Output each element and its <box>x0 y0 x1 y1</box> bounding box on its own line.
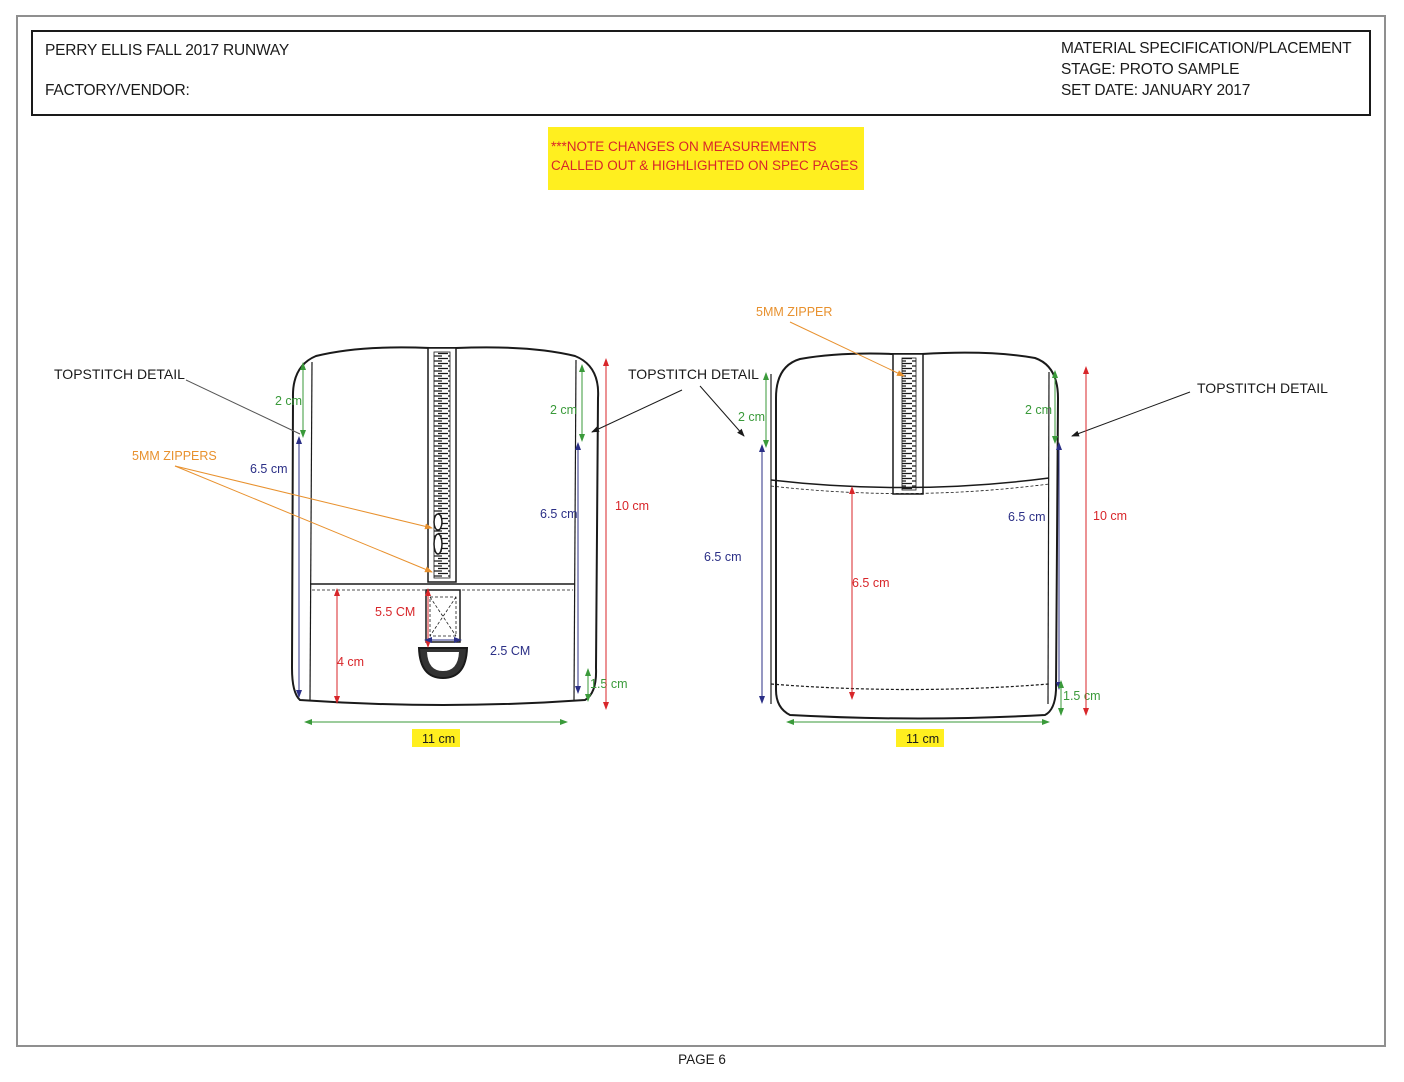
back-topstitch-callout-right: TOPSTITCH DETAIL <box>1197 380 1328 396</box>
title-block <box>31 30 1371 116</box>
front-dim-side-left: 6.5 cm <box>250 462 288 476</box>
set-date-label: SET DATE: JANUARY 2017 <box>1061 82 1251 99</box>
zipper-leader-upper <box>174 465 433 530</box>
measurement-change-note: ***NOTE CHANGES ON MEASUREMENTS CALLED O… <box>548 127 864 190</box>
page-frame <box>16 15 1386 1047</box>
back-dim-side-left: 6.5 cm <box>704 550 742 564</box>
back-dim-top-band-left: 2 cm <box>738 410 765 424</box>
factory-vendor-label: FACTORY/VENDOR: <box>45 82 190 99</box>
back-dim-side-right: 6.5 cm <box>1008 510 1046 524</box>
back-zipper-teeth <box>901 357 917 491</box>
stage-label: STAGE: PROTO SAMPLE <box>1061 61 1240 78</box>
back-dim-bottom-band: 1.5 cm <box>1063 689 1101 703</box>
front-bag-view <box>290 346 600 706</box>
front-dim-side-right: 6.5 cm <box>540 507 578 521</box>
zipper-leader-lower <box>174 465 433 573</box>
front-topstitch-leader-right <box>591 389 683 433</box>
front-dim-top-band-right: 2 cm <box>550 403 577 417</box>
back-zipper-leader <box>789 321 905 377</box>
note-line-2: CALLED OUT & HIGHLIGHTED ON SPEC PAGES <box>551 158 859 173</box>
back-pocket-top-seam <box>770 477 1050 489</box>
back-dim-pocket-height: 6.5 cm <box>852 576 890 590</box>
front-dim-bottom-panel: 4 cm <box>337 655 364 669</box>
back-pocket-topstitch <box>770 483 1050 494</box>
note-line-1: ***NOTE CHANGES ON MEASUREMENTS <box>551 139 817 154</box>
spec-type: MATERIAL SPECIFICATION/PLACEMENT <box>1061 40 1352 57</box>
front-left-panel-seam <box>309 361 313 701</box>
front-dim-bottom-band: 1.5 cm <box>590 677 628 691</box>
front-topstitch-callout-left: TOPSTITCH DETAIL <box>54 366 185 382</box>
back-dim-total-height: 10 cm <box>1093 509 1127 523</box>
back-topstitch-leader-right <box>1071 391 1191 437</box>
front-tab-x-stitch <box>429 596 457 637</box>
front-topstitch-leader-left <box>185 379 301 435</box>
page-number: PAGE 6 <box>678 1052 726 1067</box>
back-dim-width: 11 cm <box>906 732 939 746</box>
back-bag-outline <box>775 351 1060 720</box>
front-zippers-callout: 5MM ZIPPERS <box>132 449 217 463</box>
back-bottom-seam <box>770 683 1050 691</box>
front-dim-top-band-left: 2 cm <box>275 394 302 408</box>
front-dim-tab-height: 5.5 CM <box>375 605 415 619</box>
front-zipper-pull-upper <box>433 513 443 531</box>
back-zipper-callout: 5MM ZIPPER <box>756 305 832 319</box>
front-tab <box>425 589 461 643</box>
back-topstitch-leader-left <box>699 385 745 437</box>
front-dim-width: 11 cm <box>422 732 455 746</box>
front-topstitch-callout-right: TOPSTITCH DETAIL <box>628 366 759 382</box>
front-dim-tab-width: 2.5 CM <box>490 644 530 658</box>
front-zipper-pull-lower <box>433 533 443 555</box>
front-dim-total-height: 10 cm <box>615 499 649 513</box>
back-bag-view <box>770 351 1060 720</box>
back-dim-top-band-right: 2 cm <box>1025 403 1052 417</box>
back-right-panel-seam <box>1047 371 1050 705</box>
collection-title: PERRY ELLIS FALL 2017 RUNWAY <box>45 42 289 59</box>
